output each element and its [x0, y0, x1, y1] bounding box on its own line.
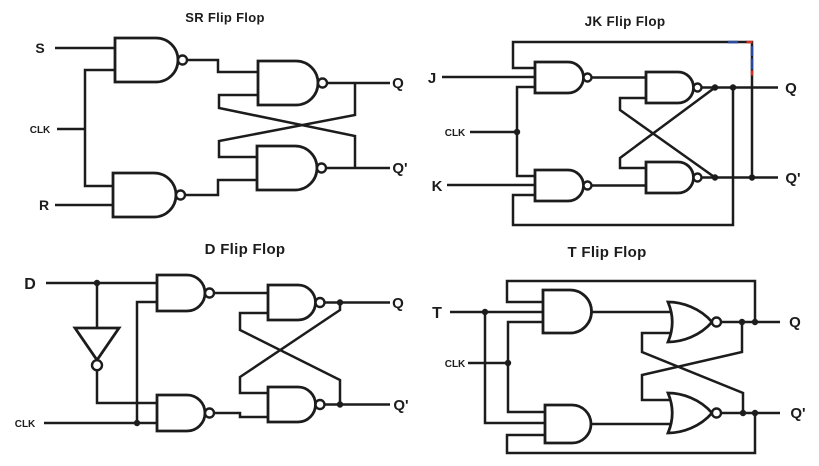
- sr-nand3-inverter-bubble: [316, 77, 329, 89]
- jk-nand1-inverter-bubble: [582, 72, 593, 83]
- d-inverter-bubble: [90, 358, 104, 372]
- jk-wires: [442, 40, 778, 227]
- t-wires: [450, 279, 780, 455]
- t-output-label-qn: Q': [790, 405, 805, 422]
- jk-output-label-q: Q: [785, 80, 797, 97]
- t-feedback-q-rail: [505, 279, 757, 322]
- d-input-label-clk: CLK: [15, 419, 36, 430]
- d-nand-gate-top-right: [266, 283, 326, 322]
- d-nand3-inverter-bubble: [314, 296, 326, 309]
- d-cross-q-wire: [238, 302, 342, 395]
- jk-nand-gate-top-right: [644, 70, 703, 105]
- d-nand1-inverter-bubble: [203, 287, 216, 299]
- t-input-label-t: T: [432, 305, 442, 322]
- jk-cross-q-wire: [618, 86, 716, 170]
- sr-wires: [55, 46, 390, 207]
- sr-nand1-inverter-bubble: [176, 54, 189, 66]
- t-cross-qn-wire: [640, 331, 745, 413]
- jk-input-label-j: J: [428, 70, 436, 87]
- d-title: D Flip Flop: [205, 241, 286, 258]
- sr-input-label-clk: CLK: [30, 125, 51, 136]
- jk-nand4-inverter-bubble: [692, 172, 703, 183]
- jk-nand3-inverter-bubble: [692, 82, 703, 93]
- sr-nand-gate-bottom-left: [111, 171, 187, 219]
- sr-feedback-q-wire: [217, 83, 357, 159]
- sr-input-label-s: S: [35, 40, 44, 56]
- jk-cross-qn-wire: [618, 96, 716, 179]
- sr-nand-gate-top-left: [113, 36, 189, 84]
- t-and-gate-top-left: [541, 288, 593, 335]
- sr-flip-flop-panel: SR Flip Flop S: [30, 10, 408, 219]
- t-and-gate-bottom-left: [543, 403, 593, 445]
- t-flip-flop-panel: T Flip Flop: [432, 244, 806, 455]
- sr-output-label-qn: Q': [392, 160, 407, 177]
- jk-flip-flop-panel: JK Flip Flop: [428, 14, 801, 227]
- d-nand-gate-top-left: [155, 273, 216, 313]
- d-output-label-qn: Q': [393, 397, 408, 414]
- jk-nand-gate-bottom-right: [644, 160, 703, 195]
- jk-input-label-clk: CLK: [445, 128, 466, 139]
- jk-nand2-inverter-bubble: [582, 180, 593, 191]
- d-cross-qn-wire: [238, 311, 342, 405]
- d-inverter-gate: [72, 326, 122, 372]
- sr-feedback-qn-wire: [217, 93, 357, 168]
- d-junction-dots: [93, 279, 344, 427]
- jk-junction-dots: [513, 84, 756, 181]
- jk-output-label-qn: Q': [785, 170, 800, 187]
- d-input-label-d: D: [24, 276, 36, 293]
- sr-nand-gate-top-right: [256, 59, 329, 107]
- jk-nand-gate-bottom-left: [533, 168, 593, 203]
- jk-feedback-q-rail: [511, 87, 735, 227]
- sr-nand2-inverter-bubble: [174, 189, 187, 201]
- sr-title: SR Flip Flop: [185, 10, 264, 25]
- t-nor-gate-top-right: [665, 300, 723, 344]
- jk-nand-gate-top-left: [533, 60, 593, 95]
- d-nand-gate-bottom-right: [266, 385, 326, 424]
- d-flip-flop-panel: D Flip Flop: [15, 241, 409, 433]
- t-nor1-inverter-bubble: [710, 316, 723, 328]
- t-nor2-inverter-bubble: [710, 407, 723, 419]
- d-nand4-inverter-bubble: [314, 398, 326, 411]
- t-feedback-qn-rail: [505, 413, 757, 455]
- sr-output-label-q: Q: [392, 75, 404, 92]
- sr-nand4-inverter-bubble: [315, 162, 328, 174]
- t-nor-gate-bottom-right: [665, 391, 723, 435]
- jk-title: JK Flip Flop: [585, 14, 666, 29]
- t-output-label-q: Q: [789, 314, 801, 331]
- jk-input-label-k: K: [432, 178, 443, 195]
- t-input-label-clk: CLK: [445, 359, 466, 370]
- t-cross-q-wire: [640, 322, 744, 402]
- sr-nand-gate-bottom-right: [255, 144, 328, 192]
- d-nand2-inverter-bubble: [203, 407, 216, 419]
- t-junction-dots: [481, 308, 759, 417]
- sr-input-label-r: R: [39, 197, 49, 213]
- jk-annotation-artifacts: [728, 40, 754, 76]
- t-title: T Flip Flop: [567, 244, 646, 261]
- d-output-label-q: Q: [392, 295, 404, 312]
- d-nand-gate-bottom-left: [155, 393, 216, 433]
